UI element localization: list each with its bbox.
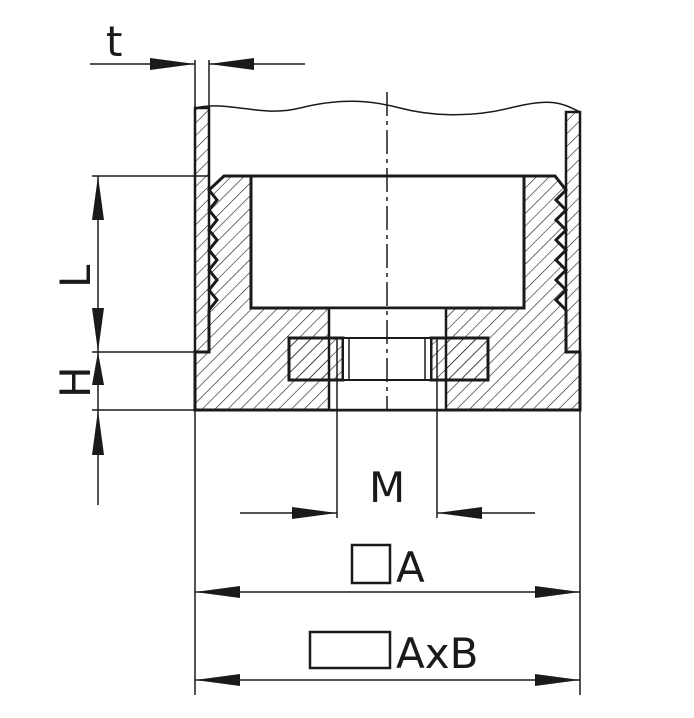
- label-t: t: [106, 17, 122, 66]
- dim-A: [194, 410, 581, 695]
- dim-H: [92, 352, 195, 505]
- square-symbol: [350, 543, 392, 585]
- rectangle-symbol: [308, 630, 392, 670]
- label-M: M: [369, 463, 405, 512]
- label-AxB: AxB: [396, 629, 478, 678]
- tube-wall-left: [193, 106, 211, 354]
- label-H: H: [51, 366, 100, 398]
- dim-L: [92, 175, 209, 353]
- nut-left: [287, 336, 345, 382]
- tube-wall-right: [564, 110, 582, 354]
- dim-AxB: [195, 674, 580, 686]
- label-L: L: [51, 264, 100, 288]
- break-line: [194, 100, 581, 116]
- nut-right: [429, 336, 490, 382]
- dim-M: [240, 410, 535, 519]
- label-A: A: [396, 543, 425, 592]
- dim-t: [90, 58, 305, 108]
